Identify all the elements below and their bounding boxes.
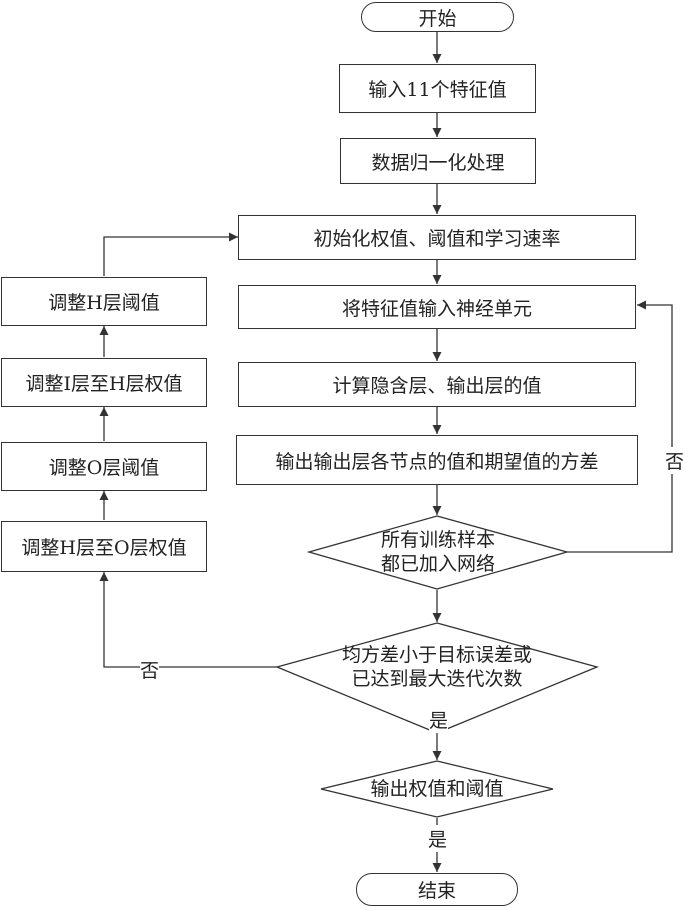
- decision-error-line-2: 已达到最大迭代次数: [351, 668, 523, 690]
- decision-samples-text: 所有训练样本 都已加入网络: [309, 528, 567, 576]
- decision-error-text: 均方差小于目标误差或 已达到最大迭代次数: [277, 643, 597, 691]
- output-weights-text: 输出权值和阈值: [370, 778, 504, 800]
- label-yes-1: 是: [429, 706, 449, 733]
- decision-error-shape: [274, 622, 600, 734]
- feed-neurons-box: 将特征值输入神经单元: [238, 285, 636, 329]
- decision-samples-shape: [306, 515, 570, 590]
- normalize-box: 数据归一化处理: [340, 138, 536, 184]
- variance-box: 输出输出层各节点的值和期望值的方差: [236, 435, 638, 485]
- label-no-left: 否: [140, 656, 160, 683]
- start-node: 开始: [361, 2, 514, 32]
- input-features-box: 输入11个特征值: [339, 64, 536, 113]
- output-weights-shape: [320, 760, 554, 818]
- decision-samples-line-2: 都已加入网络: [380, 553, 495, 575]
- compute-box: 计算隐含层、输出层的值: [238, 362, 636, 407]
- arrow-decision1-no-loop: [567, 300, 673, 553]
- decision-samples-line-1: 所有训练样本: [380, 529, 495, 551]
- end-node: 结束: [356, 873, 518, 906]
- adjust-h-to-o-box: 调整H层至O层权值: [1, 521, 207, 572]
- decision-error-line-1: 均方差小于目标误差或: [341, 644, 532, 666]
- init-box: 初始化权值、阈值和学习速率: [238, 215, 636, 260]
- adjust-h-threshold-box: 调整H层阈值: [1, 277, 207, 326]
- adjust-i-to-h-box: 调整I层至H层权值: [1, 358, 207, 407]
- label-yes-2: 是: [428, 825, 448, 852]
- arrow-decision2-no-left: [99, 572, 277, 668]
- label-no-right: 否: [665, 447, 685, 474]
- adjust-o-threshold-box: 调整O层阈值: [1, 442, 207, 491]
- arrow-left-to-init: [103, 232, 238, 276]
